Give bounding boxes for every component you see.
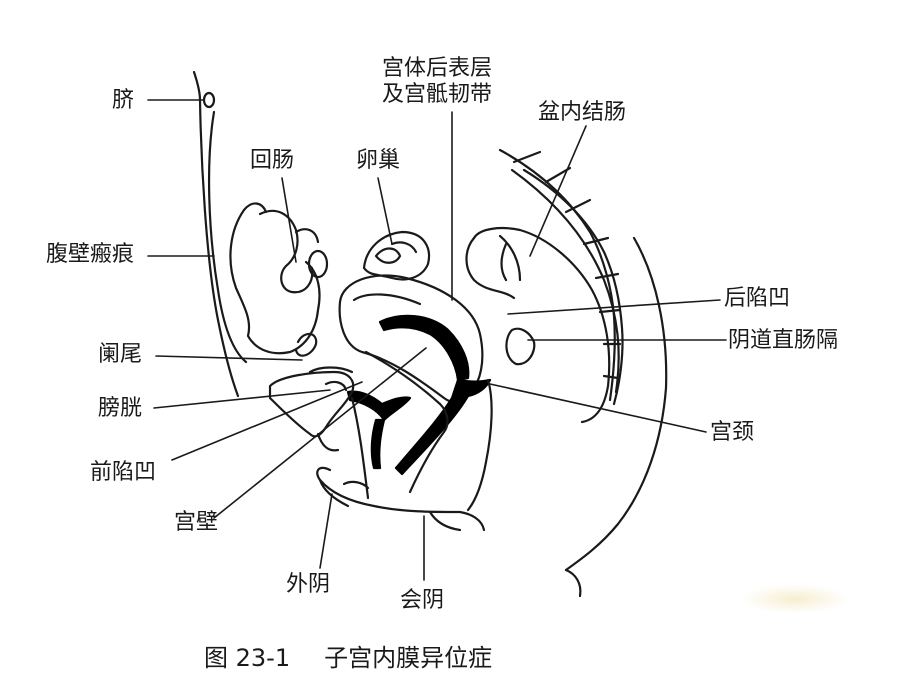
leader-pelvic-colon: [529, 125, 587, 257]
leader-anterior-pouch: [171, 381, 363, 461]
label-ovary: 卵巢: [356, 148, 401, 173]
leader-appendix: [155, 355, 303, 361]
label-cervix: 宫颈: [710, 420, 755, 445]
label-abdominal-scar: 腹壁瘢痕: [46, 242, 135, 267]
leader-uterine-wall: [213, 347, 427, 519]
leader-lines: [147, 99, 727, 581]
label-bladder: 膀胱: [98, 396, 143, 421]
label-pelvic-colon: 盆内结肠: [538, 100, 627, 125]
leader-cervix: [489, 383, 707, 433]
label-posterior-pouch: 后陷凹: [724, 286, 791, 311]
perineum-shape: [316, 466, 486, 532]
label-appendix: 阑尾: [98, 342, 143, 367]
label-vulva: 外阴: [286, 572, 331, 597]
label-ileum: 回肠: [250, 148, 295, 173]
abdominal-wall: [192, 70, 248, 398]
scan-smudge: [740, 584, 850, 614]
ovary-shape: [362, 230, 431, 281]
label-anterior-pouch: 前陷凹: [90, 460, 157, 485]
leader-bladder: [153, 389, 331, 409]
figure-title: 子宫内膜异位症: [324, 644, 493, 672]
leader-posterior-pouch: [507, 299, 721, 315]
label-umbilicus: 脐: [112, 88, 135, 113]
figure-number: 图 23-1: [204, 644, 291, 672]
label-rectovaginal-septum: 阴道直肠隔: [728, 328, 839, 353]
umbilicus-shape: [202, 91, 216, 109]
appendix-shape: [294, 332, 318, 357]
bladder-shape: [268, 366, 355, 452]
leader-ovary: [377, 177, 393, 245]
endometrial-lesion: [346, 314, 492, 476]
posterior-contour: [564, 236, 668, 598]
ileum-loops: [229, 202, 329, 355]
leader-ileum: [281, 177, 297, 263]
rectum: [465, 168, 620, 424]
label-uterine-serosa: 宫体后表层 及宫骶韧带: [382, 56, 492, 108]
label-uterine-serosa-line1: 宫体后表层: [382, 56, 493, 81]
label-uterine-serosa-line2: 及宫骶韧带: [382, 82, 493, 107]
label-uterine-wall: 宫壁: [174, 510, 219, 535]
sacrum: [498, 148, 624, 406]
leader-vulva: [319, 493, 333, 569]
figure-caption: 图 23-1 子宫内膜异位症: [204, 638, 492, 673]
label-perineum: 会阴: [400, 588, 445, 613]
